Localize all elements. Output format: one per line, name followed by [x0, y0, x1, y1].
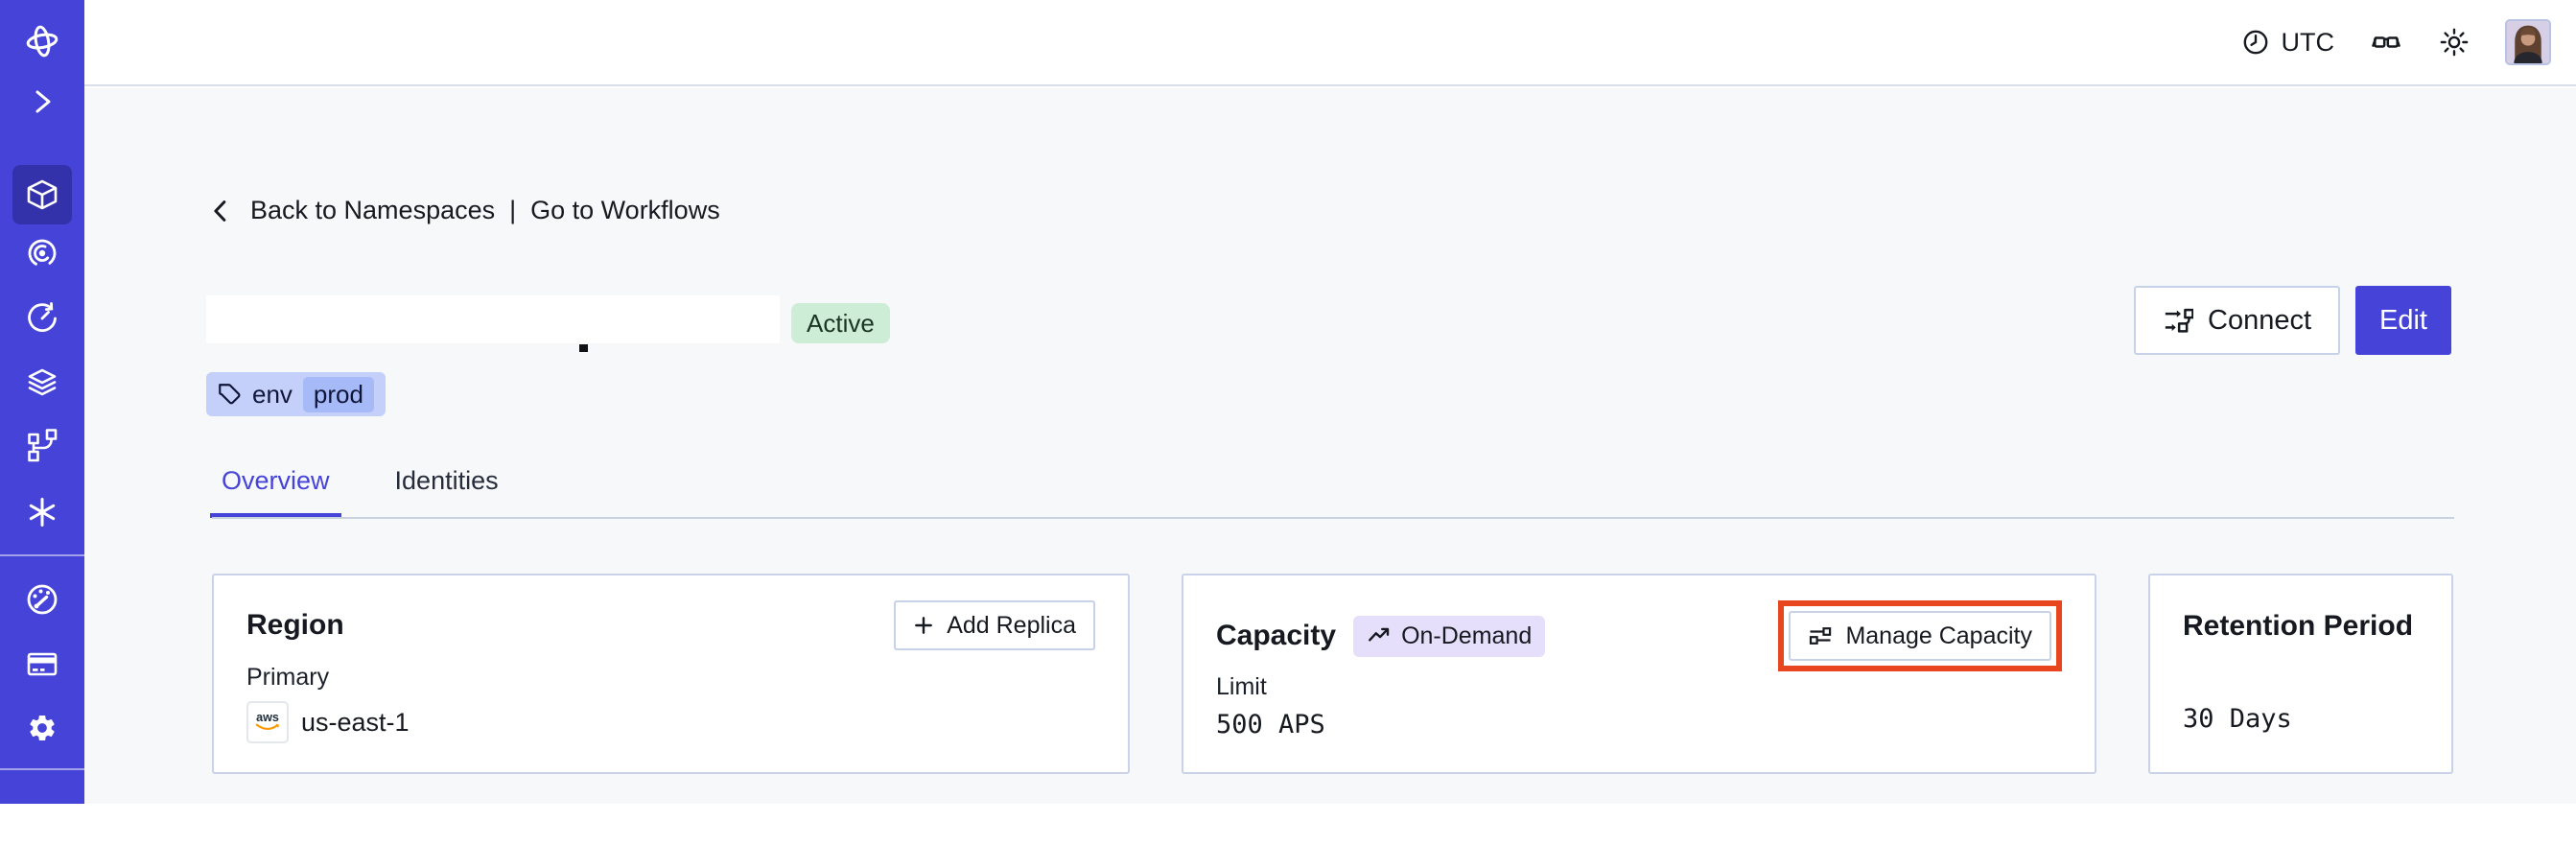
sidebar-divider — [0, 554, 84, 556]
sun-icon — [2440, 28, 2469, 57]
gear-icon — [30, 716, 55, 740]
svg-text:aws: aws — [256, 711, 279, 724]
cube-icon — [27, 179, 58, 210]
capacity-field-label: Limit — [1216, 673, 1267, 700]
connect-button[interactable]: Connect — [2134, 286, 2341, 355]
edit-button[interactable]: Edit — [2355, 286, 2451, 355]
tabs: Overview Identities — [210, 466, 510, 518]
sidebar-item-spiral[interactable] — [12, 223, 72, 283]
plus-icon — [915, 617, 933, 634]
main-content: Back to Namespaces | Go to Workflows Act… — [84, 88, 2576, 804]
sidebar-item-nexus[interactable] — [12, 415, 72, 475]
retention-card-title: Retention Period — [2183, 610, 2414, 642]
add-replica-button[interactable]: Add Replica — [894, 600, 1095, 650]
trending-up-icon — [1369, 627, 1390, 642]
tag-icon — [219, 384, 241, 405]
action-highlight-box: Manage Capacity — [1778, 600, 2062, 671]
sidebar-item-settings[interactable] — [12, 698, 72, 758]
tabs-divider — [212, 517, 2454, 519]
sidebar-item-help[interactable] — [12, 786, 72, 845]
sidebar-item-schedules[interactable] — [12, 289, 72, 348]
tag-value: prod — [302, 376, 374, 412]
sidebar-divider — [0, 768, 84, 770]
theme-toggle[interactable] — [2438, 26, 2471, 59]
sidebar-item-usage[interactable] — [12, 570, 72, 629]
sidebar — [0, 0, 84, 834]
breadcrumb[interactable]: Back to Namespaces | Go to Workflows — [207, 196, 720, 225]
sidebar-item-batch[interactable] — [12, 482, 72, 542]
region-field-label: Primary — [246, 664, 330, 691]
capacity-card-title: Capacity — [1216, 620, 1337, 651]
edit-label: Edit — [2379, 304, 2427, 336]
sidebar-item-deployments[interactable] — [12, 353, 72, 412]
spiral-icon — [28, 239, 57, 268]
header-actions: Connect Edit — [2134, 286, 2451, 355]
branch-icon — [28, 429, 58, 462]
region-value-row: aws us-east-1 — [246, 701, 1095, 743]
aws-logo: aws — [246, 701, 289, 743]
card-row: Region Add Replica Primary aws — [212, 574, 2453, 774]
status-badge: Active — [791, 303, 890, 343]
capacity-card: Capacity On-Demand — [1182, 574, 2096, 774]
layers-icon — [28, 368, 57, 396]
breadcrumb-separator: | — [509, 196, 517, 224]
sidebar-item-billing[interactable] — [12, 634, 72, 693]
tab-identities[interactable]: Identities — [394, 466, 499, 495]
chevron-left-icon — [214, 200, 226, 222]
aws-logo-icon: aws — [255, 711, 280, 731]
retention-card: Retention Period 30 Days — [2148, 574, 2453, 774]
chevron-right-icon — [35, 90, 51, 113]
region-card-title: Region — [246, 609, 344, 641]
asterisk-icon — [29, 498, 56, 527]
temporal-logo-icon — [26, 25, 59, 58]
gauge-icon — [27, 584, 58, 615]
ondemand-label: On-Demand — [1401, 622, 1533, 649]
timezone-selector[interactable]: UTC — [2240, 27, 2335, 58]
breadcrumb-forward[interactable]: Go to Workflows — [530, 196, 720, 224]
labs-toggle[interactable] — [2369, 25, 2403, 59]
clock-icon — [2243, 30, 2267, 55]
redaction-artifact — [579, 344, 588, 352]
breadcrumb-back[interactable]: Back to Namespaces — [250, 196, 496, 224]
tab-overview[interactable]: Overview — [210, 466, 341, 518]
temporal-logo[interactable] — [12, 12, 72, 71]
connect-icon — [2165, 308, 2193, 333]
sidebar-item-namespaces[interactable] — [12, 165, 72, 224]
sidebar-expand[interactable] — [12, 72, 72, 131]
namespace-tag-chip[interactable]: env prod — [206, 372, 386, 416]
retention-value: 30 Days — [2183, 704, 2292, 734]
glasses-icon — [2372, 36, 2400, 48]
region-card: Region Add Replica Primary aws — [212, 574, 1130, 774]
sliders-icon — [1810, 627, 1832, 645]
manage-capacity-button[interactable]: Manage Capacity — [1789, 611, 2051, 661]
region-value: us-east-1 — [301, 707, 410, 737]
retry-clock-icon — [28, 302, 57, 332]
manage-capacity-label: Manage Capacity — [1845, 622, 2032, 649]
connect-label: Connect — [2208, 304, 2312, 336]
avatar-image — [2507, 21, 2549, 63]
tag-key: env — [252, 379, 293, 409]
namespace-title-redacted — [206, 295, 780, 343]
topbar: UTC — [84, 0, 2576, 86]
timezone-label: UTC — [2281, 27, 2335, 57]
ondemand-badge: On-Demand — [1353, 615, 1546, 657]
circle-icon — [26, 807, 59, 834]
credit-card-icon — [27, 652, 58, 676]
user-avatar[interactable] — [2505, 19, 2551, 65]
add-replica-label: Add Replica — [947, 611, 1076, 639]
capacity-value: 500 APS — [1216, 710, 1325, 739]
